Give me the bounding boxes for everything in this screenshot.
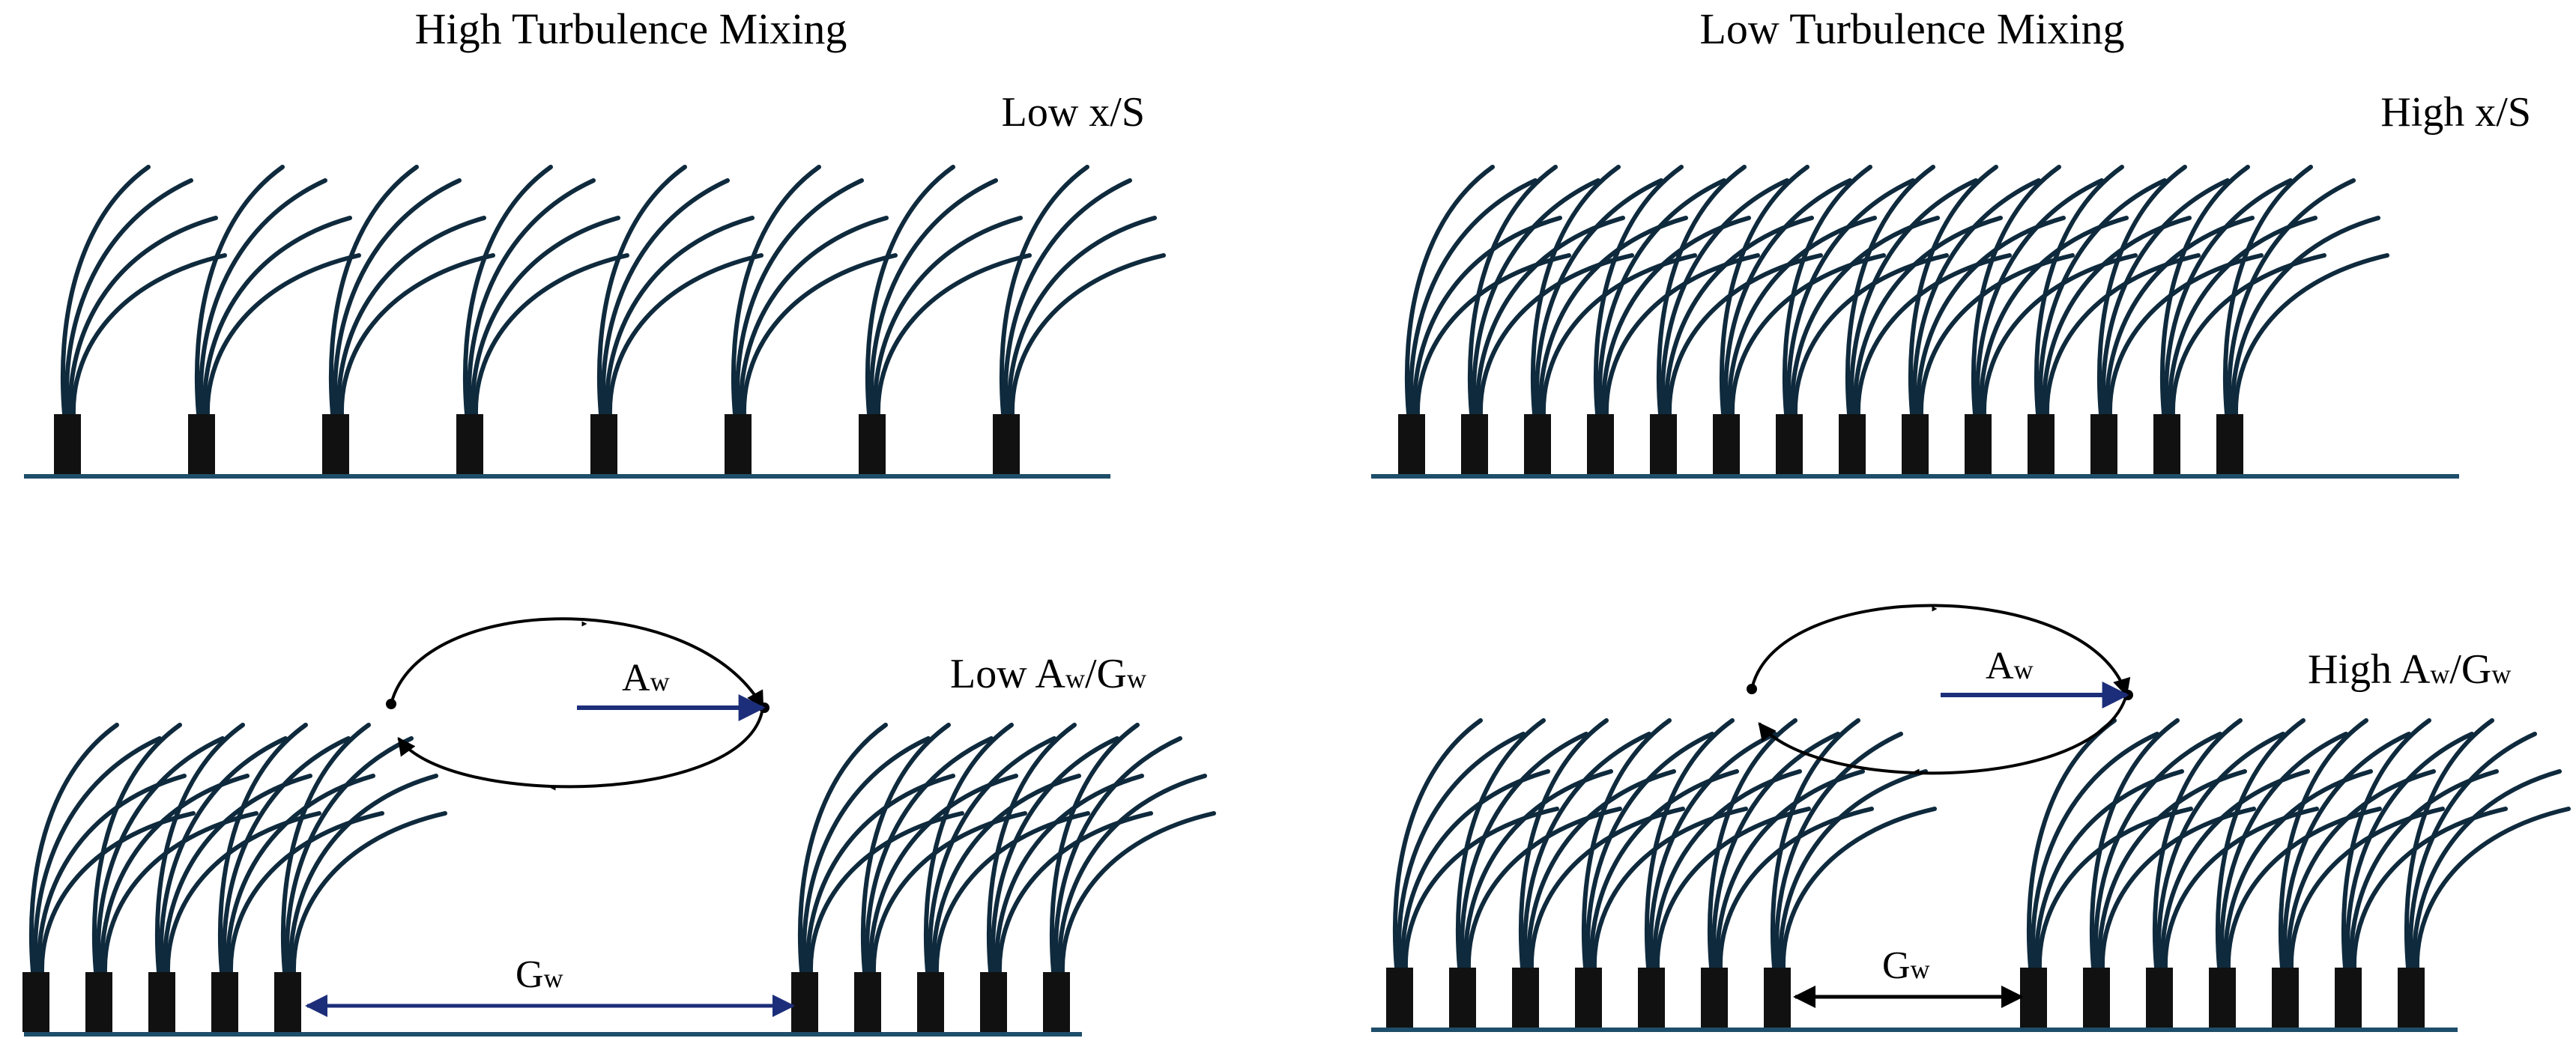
vegetation-stem-icon	[1587, 165, 1760, 474]
vegetation-stem-icon	[1043, 723, 1216, 1032]
vegetation-stem-icon	[980, 723, 1153, 1032]
gap-symbol: G	[1882, 944, 1911, 987]
vegetation-stem-icon	[1524, 165, 1697, 474]
vegetation-stem-icon	[1776, 165, 1949, 474]
gap-symbol: G	[515, 953, 544, 996]
vegetation-stem-icon	[2272, 718, 2445, 1028]
vegetation-stem-icon	[456, 165, 629, 474]
vegetation-stem-icon	[1701, 718, 1874, 1028]
label-low-aw-gw: Low Aw/Gw	[950, 651, 1146, 697]
gap-subscript: w	[544, 963, 563, 993]
vegetation-stem-icon	[2020, 718, 2193, 1028]
label-low-x-s: Low x/S	[1002, 89, 1145, 136]
vegetation-patches-bottom-right	[1386, 718, 2571, 1028]
vegetation-stem-icon	[1764, 718, 1937, 1028]
vegetation-stem-icon	[1965, 165, 2138, 474]
vegetation-stem-icon	[188, 165, 361, 474]
vegetation-stem-icon	[1902, 165, 2075, 474]
vegetation-stem-icon	[322, 165, 495, 474]
vegetation-stem-icon	[2216, 165, 2389, 474]
vegetation-stem-icon	[85, 723, 258, 1032]
title-high-turbulence: High Turbulence Mixing	[415, 4, 847, 53]
amplitude-subscript: w	[650, 667, 670, 696]
vegetation-stem-icon	[211, 723, 384, 1032]
vegetation-stem-icon	[854, 723, 1027, 1032]
vegetation-stem-icon	[993, 165, 1166, 474]
vegetation-stem-icon	[1713, 165, 1886, 474]
vegetation-stem-icon	[725, 165, 898, 474]
vortex-loop-icon	[386, 617, 770, 791]
vegetation-row-top-right	[1398, 165, 2389, 474]
vegetation-stem-icon	[1449, 718, 1622, 1028]
vegetation-stem-icon	[2083, 718, 2256, 1028]
vegetation-stem-icon	[2028, 165, 2201, 474]
label-high-aw-gw: High Aw/Gw	[2308, 646, 2511, 693]
label-subscript: w	[1127, 664, 1146, 694]
label-part: /G	[1085, 651, 1127, 697]
vegetation-stem-icon	[2090, 165, 2264, 474]
panel-bottom-left: Low Aw/Gw Aw Gw	[22, 617, 1216, 1037]
label-subscript: w	[1065, 664, 1085, 694]
label-subscript: w	[2491, 659, 2511, 689]
label-subscript: w	[2430, 659, 2449, 689]
vegetation-stem-icon	[274, 723, 447, 1032]
amplitude-symbol: A	[1986, 645, 2014, 688]
vegetation-stem-icon	[791, 723, 964, 1032]
vegetation-stem-icon	[590, 165, 764, 474]
vortex-loop-icon	[1747, 604, 2133, 775]
gap-subscript: w	[1911, 954, 1930, 984]
vegetation-row-top-left	[54, 165, 1166, 474]
panel-top-right: High x/S	[1371, 89, 2531, 479]
label-gap: Gw	[1882, 944, 1930, 987]
vegetation-stem-icon	[917, 723, 1090, 1032]
vegetation-stem-icon	[54, 165, 227, 474]
vegetation-stem-icon	[2335, 718, 2508, 1028]
label-amplitude: Aw	[1986, 645, 2034, 688]
vegetation-stem-icon	[1398, 165, 1571, 474]
panel-top-left: Low x/S	[24, 89, 1166, 479]
vegetation-stem-icon	[2398, 718, 2571, 1028]
amplitude-symbol: A	[622, 657, 650, 699]
label-high-x-s: High x/S	[2380, 89, 2531, 136]
label-part: /G	[2449, 646, 2491, 693]
vegetation-stem-icon	[1839, 165, 2012, 474]
panel-bottom-right: High Aw/Gw Aw Gw	[1371, 604, 2571, 1032]
vegetation-stem-icon	[2153, 165, 2326, 474]
vegetation-patches-bottom-left	[22, 723, 1216, 1032]
label-part: Low A	[950, 651, 1066, 697]
label-part: High A	[2308, 646, 2431, 693]
vegetation-stem-icon	[22, 723, 196, 1032]
amplitude-subscript: w	[2014, 655, 2034, 685]
vegetation-stem-icon	[148, 723, 321, 1032]
vegetation-stem-icon	[2209, 718, 2382, 1028]
vegetation-stem-icon	[1575, 718, 1748, 1028]
title-low-turbulence: Low Turbulence Mixing	[1699, 4, 2124, 53]
vegetation-stem-icon	[859, 165, 1032, 474]
vegetation-stem-icon	[1461, 165, 1634, 474]
vegetation-stem-icon	[2146, 718, 2319, 1028]
vegetation-stem-icon	[1638, 718, 1811, 1028]
label-gap: Gw	[515, 953, 563, 996]
vegetation-stem-icon	[1512, 718, 1685, 1028]
vegetation-stem-icon	[1650, 165, 1823, 474]
label-amplitude: Aw	[622, 657, 670, 699]
vegetation-stem-icon	[1386, 718, 1559, 1028]
